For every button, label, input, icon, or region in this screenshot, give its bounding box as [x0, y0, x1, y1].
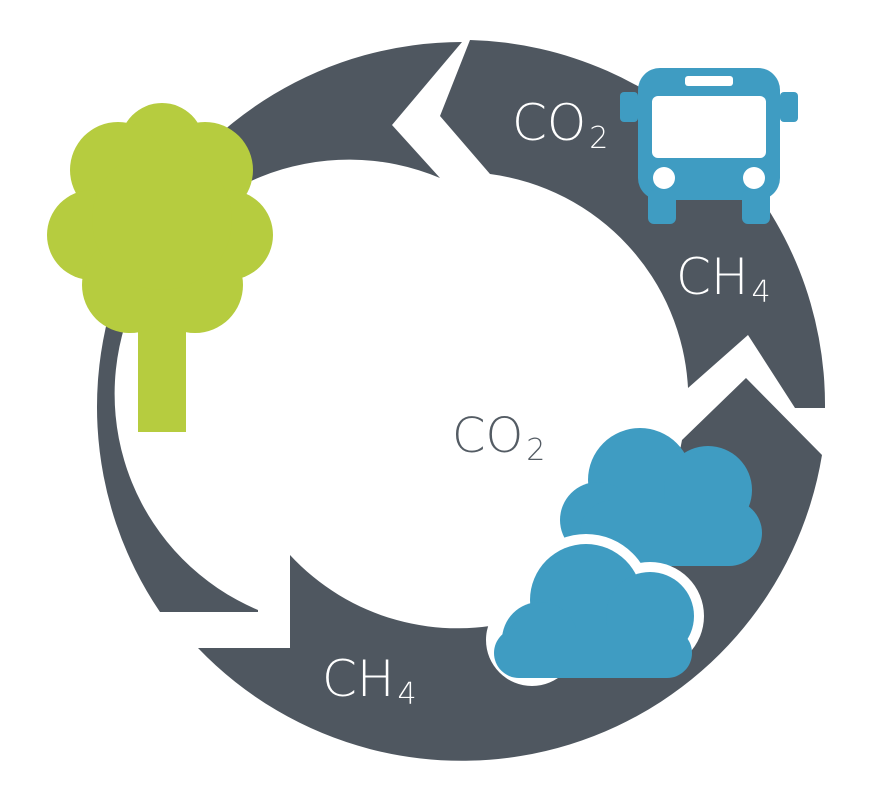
cloud-front [486, 534, 704, 686]
cloud-icon [486, 428, 762, 686]
tree-icon [47, 103, 273, 432]
bus-icon [620, 68, 798, 224]
ring-segment-top-right [440, 40, 826, 408]
